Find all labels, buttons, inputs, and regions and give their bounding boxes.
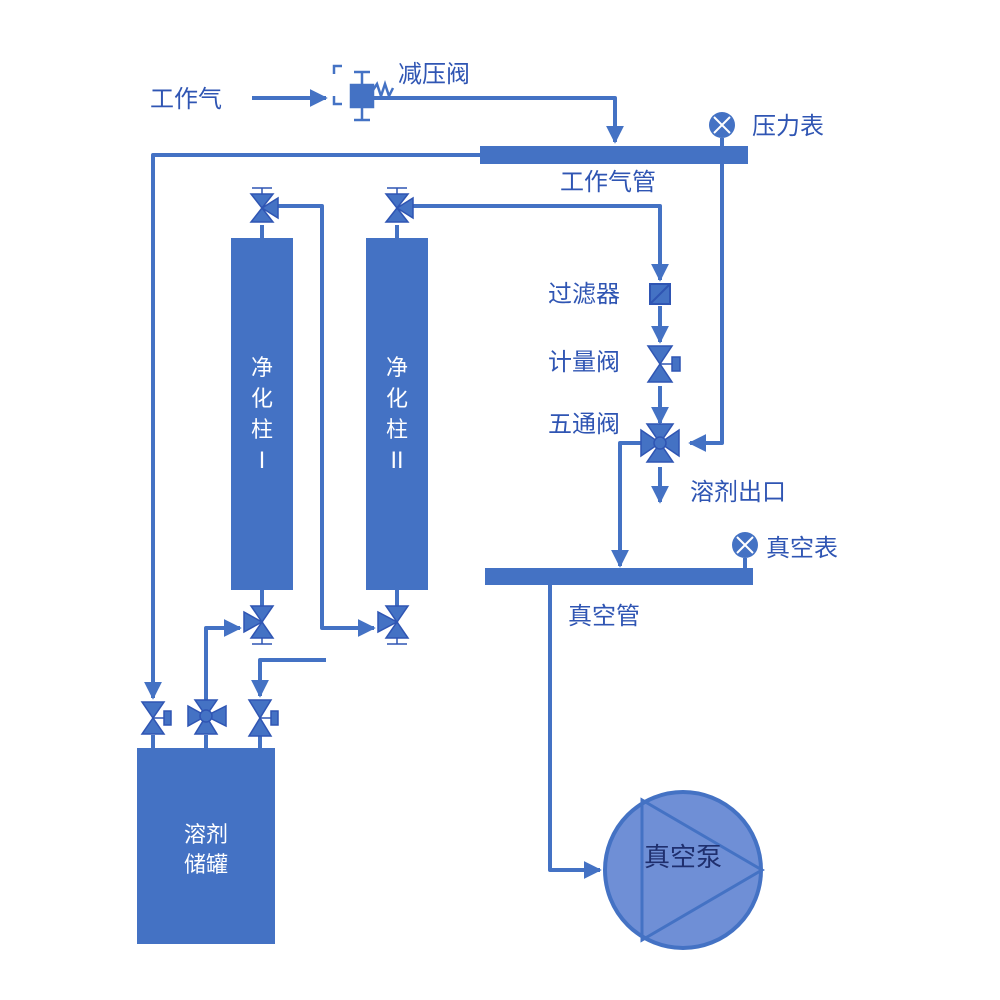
- pressure-reducing-valve-label: 减压阀: [398, 60, 470, 88]
- five-way-valve-label: 五通阀: [548, 410, 620, 438]
- column2-label-line3: 柱: [386, 418, 408, 443]
- gas-to-tank-pipe: [144, 153, 480, 700]
- pressure-gauge-icon: [709, 112, 735, 138]
- vacuum-pipe-header: [485, 568, 753, 585]
- pressure-gauge-label: 压力表: [752, 112, 824, 140]
- working-gas-pipe-label: 工作气管: [560, 168, 656, 196]
- column1-label-line2: 化: [251, 387, 273, 412]
- vacuum-gauge-icon: [732, 532, 758, 558]
- working-gas-label: 工作气: [150, 85, 222, 113]
- tank-middle-three-way-valve-icon: [187, 699, 227, 735]
- vacuum-pipe-label: 真空管: [568, 602, 640, 630]
- pressure-reducing-valve-icon: [332, 64, 395, 122]
- purification-column-1: [231, 238, 293, 590]
- vacuum-pump-icon: [603, 790, 765, 950]
- purification-column-2: [366, 238, 428, 590]
- column1-bottom-valve-icon: [243, 605, 275, 645]
- column2-bottom-valve-icon: [377, 605, 410, 645]
- tank-label-line2: 储罐: [184, 853, 228, 878]
- column1-label-line1: 净: [251, 356, 273, 381]
- vacuum-to-pump-pipe: [548, 585, 602, 879]
- pipes: [144, 89, 747, 879]
- five-way-valve-icon: [640, 423, 680, 463]
- column1-label-line3: 柱: [251, 418, 273, 443]
- column1-to-column2-pipe: [278, 204, 376, 637]
- column1-top-valve-icon: [249, 187, 279, 223]
- tank-right-valve-icon: [247, 699, 279, 737]
- gas-to-five-way-pipe: [688, 164, 724, 452]
- return-to-tank-pipe: [251, 658, 326, 698]
- tank-to-column1-pipe: [204, 619, 242, 704]
- metering-valve-icon: [646, 345, 681, 383]
- working-gas-pipe-header: [480, 146, 748, 164]
- vacuum-pump-label: 真空泵: [644, 843, 722, 873]
- column2-to-filter-pipe: [412, 204, 669, 282]
- tank-label-line1: 溶剂: [184, 823, 228, 848]
- five-way-to-vacuum-pipe: [611, 441, 642, 568]
- column2-label-line4: II: [391, 449, 404, 474]
- filter-label: 过滤器: [548, 280, 620, 308]
- column2-label-line1: 净: [386, 356, 408, 381]
- metering-valve-label: 计量阀: [548, 348, 620, 376]
- tank-left-valve-icon: [140, 701, 172, 735]
- column1-label-line4: I: [259, 449, 266, 474]
- solvent-outlet-label: 溶剂出口: [690, 478, 786, 506]
- filter-icon: [649, 283, 671, 305]
- vacuum-gauge-label: 真空表: [766, 534, 838, 562]
- solvent-storage-tank: [137, 748, 275, 944]
- column2-top-valve-icon: [384, 187, 414, 223]
- column2-label-line2: 化: [386, 387, 408, 412]
- regulator-outlet-pipe: [372, 96, 624, 144]
